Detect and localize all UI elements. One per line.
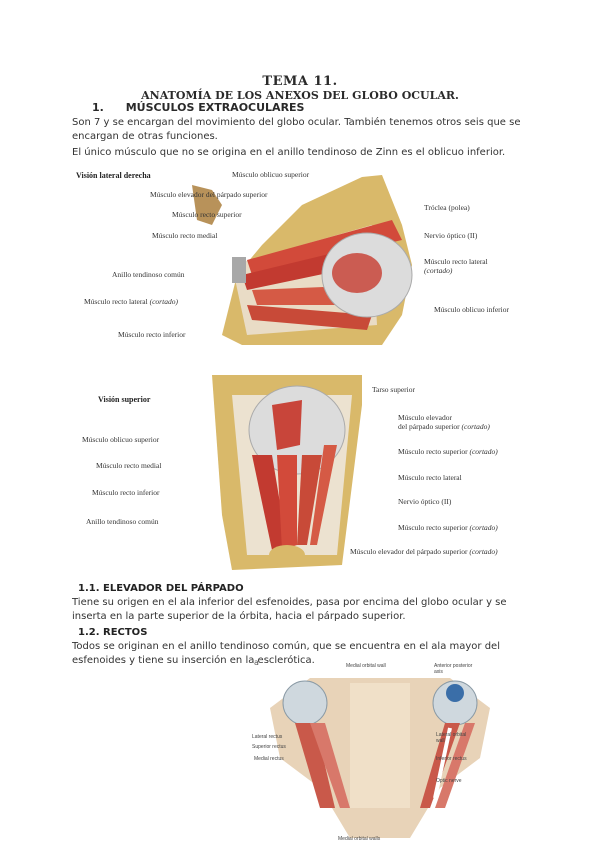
figure-3-marker: a [254, 658, 259, 667]
label-elevador-bottom: Músculo elevador del párpado superior (c… [350, 547, 498, 556]
label-nervio-optico: Nervio óptico (II) [398, 497, 452, 506]
section-1-1-title: 1.1. ELEVADOR DEL PÁRPADO [78, 583, 244, 594]
label-tarso: Tarso superior [372, 385, 416, 394]
label-oblicuo-inferior: Músculo oblicuo inferior [434, 305, 509, 314]
label-recto-lateral-cortado-note: (cortado) [149, 297, 178, 306]
fig3-label-top-right: Anterior posterior axis [434, 663, 473, 675]
lateral-view-illustration [192, 175, 413, 345]
intro-paragraph-2: El único músculo que no se origina en el… [72, 147, 506, 158]
label-recto-lateral: Músculo recto lateral [398, 473, 462, 482]
fig3-label-right-3: Optic nerve [436, 778, 462, 784]
label-recto-lateral-r: Músculo recto lateral [424, 257, 488, 266]
label-nervio-optico: Nervio óptico (II) [424, 231, 478, 240]
label-recto-superior-cortado-note: (cortado) [469, 447, 498, 456]
label-anillo: Anillo tendinoso común [86, 517, 159, 526]
label-elevador-bottom-note: (cortado) [469, 547, 498, 556]
label-recto-superior-cortado: Músculo recto superior (cortado) [398, 447, 498, 456]
section-1-2-text: Todos se originan en el anillo tendinoso… [72, 641, 500, 666]
section-1-1-text: Tiene su origen en el ala inferior del e… [72, 597, 507, 622]
label-elevador-2-text: del párpado superior [398, 422, 460, 431]
label-elevador: Músculo elevador [398, 413, 452, 422]
label-anillo: Anillo tendinoso común [112, 270, 185, 279]
page-subtitle: ANATOMÍA DE LOS ANEXOS DEL GLOBO OCULAR. [141, 89, 459, 102]
label-elevador-2-note: (cortado) [461, 422, 490, 431]
label-recto-superior-cortado-2: Músculo recto superior (cortado) [398, 523, 498, 532]
label-recto-superior-cortado-2-text: Músculo recto superior [398, 523, 468, 532]
fig3-label-left-2: Superior rectus [252, 744, 286, 750]
label-oblicuo-superior: Músculo oblicuo superior [82, 435, 160, 444]
fig3-label-top: Medial orbital wall [346, 663, 386, 669]
label-recto-lateral-r-note: (cortado) [424, 266, 453, 275]
label-recto-superior-cortado-2-note: (cortado) [469, 523, 498, 532]
section-1-heading: 1. MÚSCULOS EXTRAOCULARES [92, 101, 304, 114]
section-1-title: MÚSCULOS EXTRAOCULARES [125, 101, 305, 114]
fig3-label-left-1: Lateral rectus [252, 734, 283, 740]
label-recto-inferior: Músculo recto inferior [92, 488, 160, 497]
page-title: TEMA 11. [262, 74, 338, 89]
label-recto-lateral-cortado-text: Músculo recto lateral [84, 297, 148, 306]
label-recto-medial: Músculo recto medial [152, 231, 218, 240]
superior-view-illustration [212, 375, 362, 570]
figure-superior-view: Visión superior Tarso superior Músculo e… [72, 365, 532, 575]
label-elevador-2: del párpado superior (cortado) [398, 422, 490, 431]
label-troclea: Tróclea (polea) [424, 203, 470, 212]
label-recto-superior-cortado-text: Músculo recto superior [398, 447, 468, 456]
figure-2-title: Visión superior [98, 395, 151, 404]
label-elevador: Músculo elevador del párpado superior [150, 190, 268, 199]
section-1-2-title: 1.2. RECTOS [78, 627, 148, 638]
label-recto-medial: Músculo recto medial [96, 461, 162, 470]
section-1-number: 1. [92, 101, 104, 114]
label-recto-lateral-cortado: Músculo recto lateral (cortado) [84, 297, 178, 306]
intro-paragraph-1: Son 7 y se encargan del movimiento del g… [72, 117, 521, 142]
figure-rectus-muscles: a Medial orbital wall Anterior posterior… [250, 658, 510, 843]
label-recto-inferior: Músculo recto inferior [118, 330, 186, 339]
fig3-label-left-3: Medial rectus [254, 756, 284, 762]
label-recto-superior: Músculo recto superior [172, 210, 242, 219]
fig3-label-right-2: Inferior rectus [436, 756, 467, 762]
rectus-muscles-illustration [270, 678, 490, 838]
label-elevador-bottom-text: Músculo elevador del párpado superior [350, 547, 468, 556]
label-oblicuo-superior: Músculo oblicuo superior [232, 170, 310, 179]
figure-lateral-view: Visión lateral derecha Músculo oblicuo s… [72, 165, 532, 355]
fig3-label-bottom: Medial orbital walls [338, 836, 381, 842]
fig3-label-right-1: Lateral orbital wall [436, 732, 467, 744]
figure-1-title: Visión lateral derecha [76, 171, 151, 180]
